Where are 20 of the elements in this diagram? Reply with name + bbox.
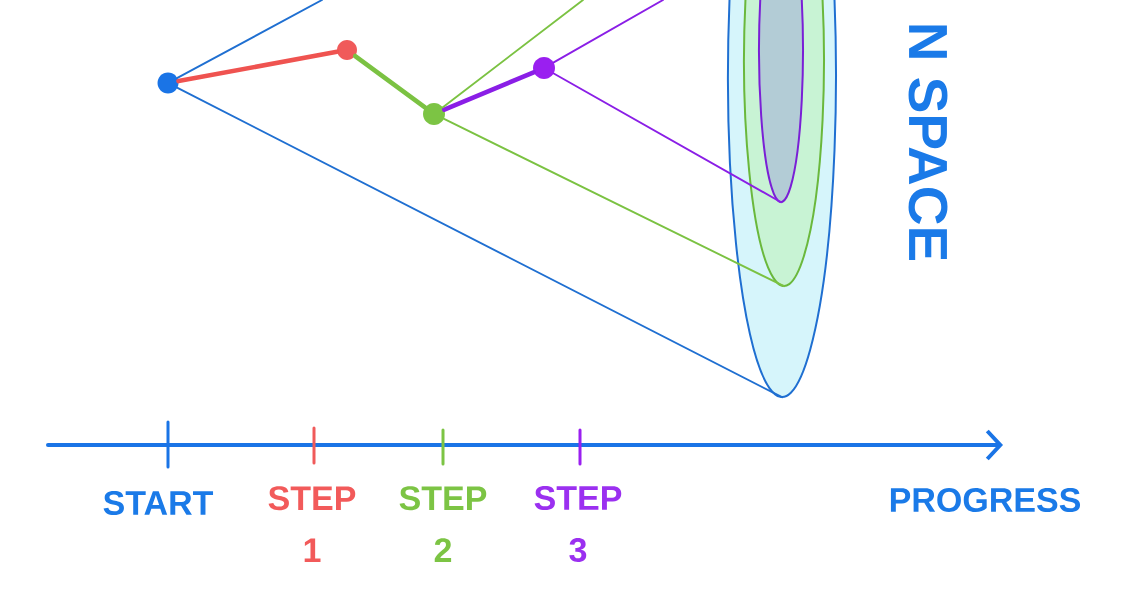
tick-label: START: [103, 490, 214, 516]
line: [442, 70, 536, 112]
line: [552, 72, 782, 204]
dot: [157, 72, 179, 94]
tick-label: STEP 3: [534, 485, 622, 563]
ellipse: [758, 0, 804, 203]
line: [352, 53, 428, 110]
line: [441, 0, 584, 109]
dot: [533, 57, 555, 79]
line: [443, 118, 785, 288]
line: [176, 0, 323, 79]
tick-label: STEP 1: [268, 486, 356, 562]
vertical-label: N SPACE: [908, 25, 948, 261]
dot: [423, 103, 445, 125]
axis-label: PROGRESS: [890, 487, 1081, 513]
tick-label: STEP 2: [399, 486, 487, 562]
line: [176, 49, 340, 84]
dot: [337, 40, 357, 60]
line: [552, 0, 664, 64]
line: [176, 86, 783, 399]
